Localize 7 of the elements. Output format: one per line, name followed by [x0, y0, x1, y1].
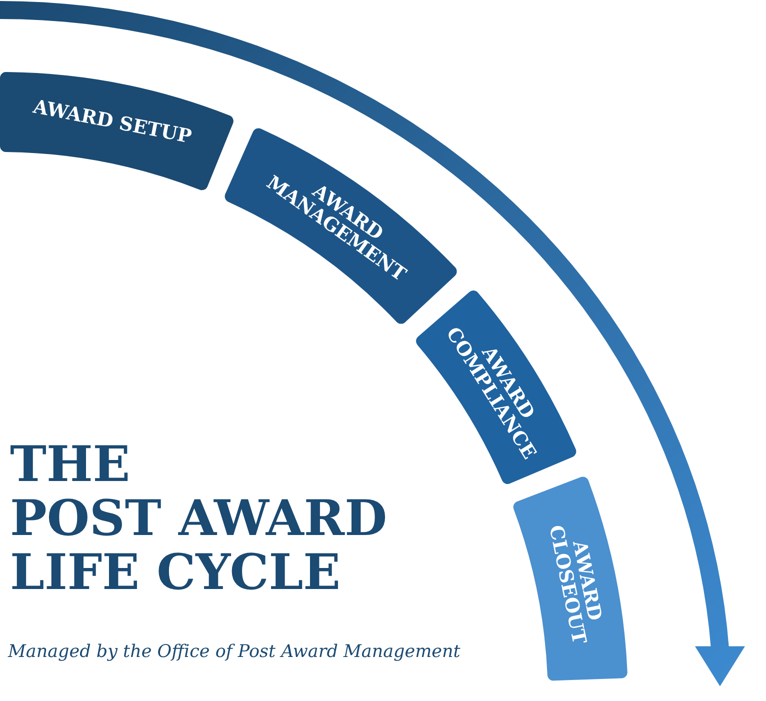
- stage-segment: [0, 72, 234, 190]
- stage-segment: [513, 476, 628, 681]
- stage-label: AWARD SETUP: [30, 96, 194, 150]
- title: THE POST AWARD LIFE CYCLE: [10, 438, 388, 600]
- stage-segment: [416, 290, 576, 484]
- stage-segment: [224, 128, 457, 324]
- caption: Managed by the Office of Post Award Management: [8, 642, 460, 662]
